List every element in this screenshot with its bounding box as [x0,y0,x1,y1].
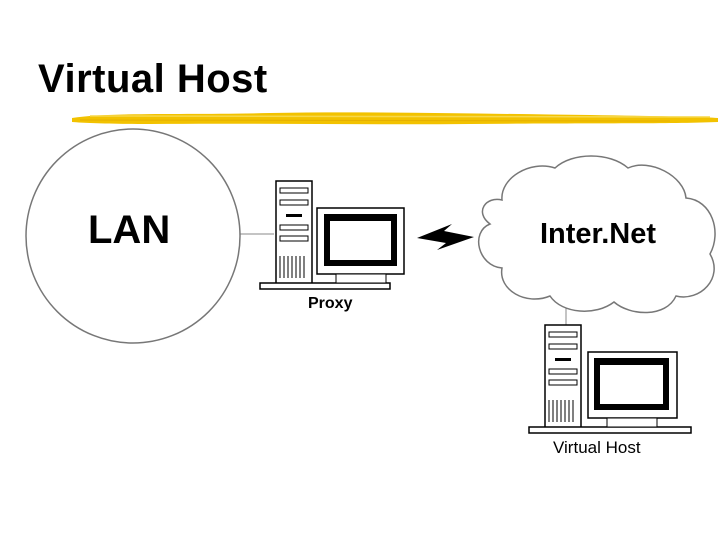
virtual-host-label: Virtual Host [553,438,641,457]
slide-title: Virtual Host [38,57,268,101]
lan-label: LAN [88,208,171,252]
proxy-computer-icon [259,180,405,290]
lightning-bolt-icon [417,224,474,250]
internet-label: Inter.Net [540,218,657,250]
title-underline [72,112,718,125]
virtual-host-computer-icon [528,324,692,434]
lan-circle [25,128,241,344]
proxy-label: Proxy [308,295,353,312]
internet-cloud [478,155,716,314]
